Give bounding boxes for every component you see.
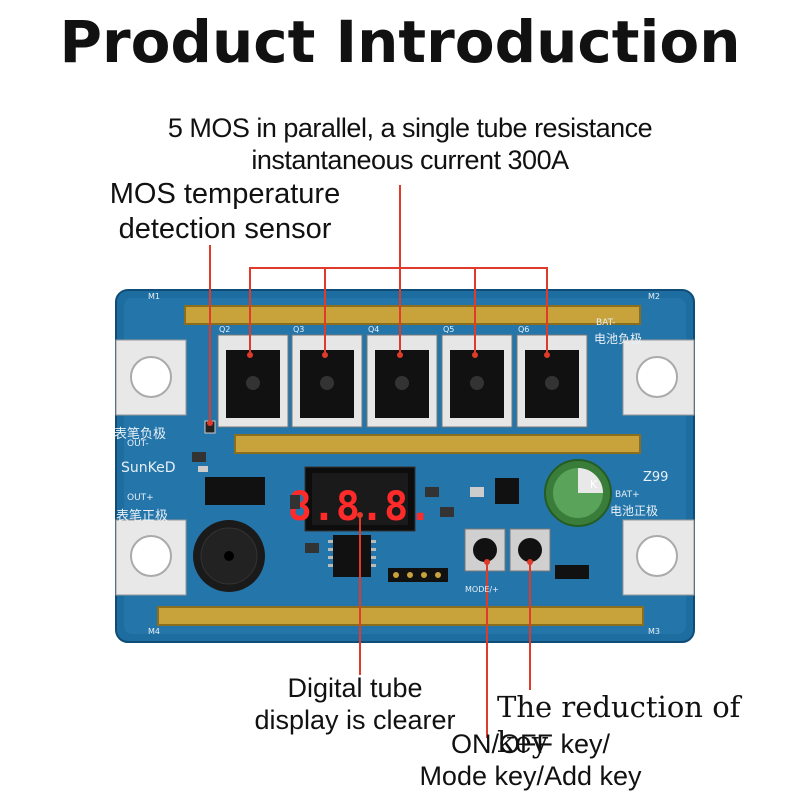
corner-label-m1: M1 xyxy=(148,292,160,301)
mos-callout: 5 MOS in parallel, a single tube resista… xyxy=(140,112,680,177)
mos-label-q2: Q2 xyxy=(219,325,231,334)
mosfet-1 xyxy=(217,334,289,428)
terminal-bottom-right xyxy=(622,519,695,596)
key-callout-line2: Mode key/Add key xyxy=(419,761,642,792)
bat-pos-cn-label: 电池正极 xyxy=(610,504,659,518)
on-off-key-callout: ON/OFF key/ Mode key/Add key xyxy=(408,728,653,793)
terminal-top-left xyxy=(115,339,187,416)
ic-chip xyxy=(333,535,371,577)
model-label: Z99 xyxy=(643,470,669,485)
mosfet-4 xyxy=(441,334,513,428)
on-off-mode-add-button xyxy=(464,528,506,572)
out-pos-cn-label: 表笔正极 xyxy=(116,509,169,524)
reduction-key-callout: The reduction of key xyxy=(497,690,741,759)
mos-label-q6: Q6 xyxy=(518,325,530,334)
tube-callout-line2: display is clearer xyxy=(254,705,456,736)
copper-bar-middle xyxy=(234,434,641,454)
terminal-top-right xyxy=(622,339,695,416)
temp-callout-line1: MOS temperature xyxy=(109,178,341,210)
copper-bar-bottom xyxy=(157,606,644,626)
terminal-bottom-left xyxy=(115,519,187,596)
digital-tube-callout: Digital tube display is clearer xyxy=(235,672,475,737)
mos-label-q5: Q5 xyxy=(443,325,455,334)
corner-label-m4: M4 xyxy=(148,627,160,636)
mos-callout-line2: instantaneous current 300A xyxy=(251,145,569,176)
buzzer xyxy=(193,520,265,592)
capacitor-label: K xyxy=(590,478,598,491)
bat-pos-label: BAT+ xyxy=(615,490,640,500)
relay-chip xyxy=(205,477,265,505)
out-pos-label: OUT+ xyxy=(127,493,154,503)
mosfet-5 xyxy=(516,334,588,428)
mosfet-2 xyxy=(291,334,363,428)
capacitor xyxy=(544,459,612,527)
out-neg-cn-label: 表笔负极 xyxy=(114,427,167,442)
temp-callout-line2: detection sensor xyxy=(118,212,332,245)
mosfet-3 xyxy=(366,334,438,428)
mos-callout-line1: 5 MOS in parallel, a single tube resista… xyxy=(167,113,653,143)
mos-label-q4: Q4 xyxy=(368,325,380,334)
digital-tube-display xyxy=(304,466,416,532)
copper-bar-top xyxy=(184,305,641,325)
temp-sensor-callout: MOS temperature detection sensor xyxy=(100,177,350,247)
mos-label-q3: Q3 xyxy=(293,325,305,334)
corner-label-m2: M2 xyxy=(648,292,660,301)
pin-header xyxy=(388,568,448,582)
bat-neg-cn-label: 电池负极 xyxy=(594,332,643,346)
out-neg-label: OUT- xyxy=(127,439,149,449)
bat-neg-label: BAT- xyxy=(596,318,616,328)
tube-callout-line1: Digital tube xyxy=(287,673,423,703)
corner-label-m3: M3 xyxy=(648,627,660,636)
brand-label: SunKeD xyxy=(121,460,176,476)
mode-label: MODE/+ xyxy=(465,585,499,594)
key-callout-line1: ON/OFF key/ xyxy=(450,729,610,759)
page-title: Product Introduction xyxy=(59,8,741,76)
callout-lines xyxy=(209,185,548,738)
